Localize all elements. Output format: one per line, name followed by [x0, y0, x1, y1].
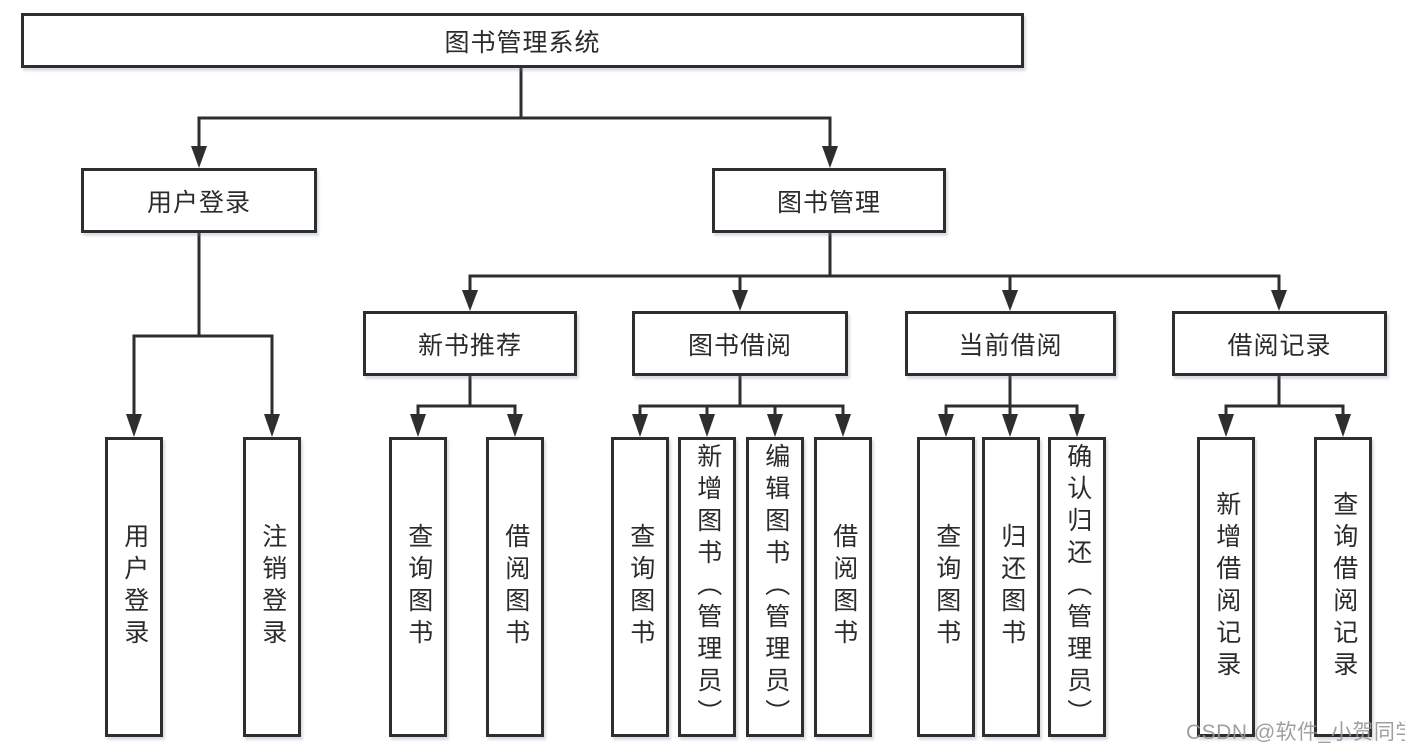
leaf-return-books: 归还图书: [982, 437, 1040, 737]
leaf-label: 注销登录: [258, 523, 287, 651]
arrowhead-down-icon: [1069, 414, 1085, 437]
node-root-system: 图书管理系统: [21, 13, 1024, 68]
leaf-label: 查询借阅记录: [1329, 491, 1358, 683]
leaf-label: 新增图书（管理员）: [693, 443, 722, 731]
node-label: 当前借阅: [958, 331, 1063, 360]
leaf-borrow-books: 借阅图书: [486, 437, 544, 737]
leaf-user-login: 用户登录: [105, 437, 163, 737]
node-current-borrow: 当前借阅: [905, 311, 1116, 376]
leaf-label: 查询图书: [932, 523, 961, 651]
connector-bookborrow-to-leaves: [638, 374, 845, 419]
leaf-label: 用户登录: [120, 523, 149, 651]
node-label: 借阅记录: [1227, 331, 1332, 360]
arrowhead-down-icon: [835, 414, 851, 437]
leaf-label: 查询图书: [626, 523, 655, 651]
node-label: 新书推荐: [417, 331, 522, 360]
node-user-login: 用户登录: [81, 168, 317, 233]
leaf-label: 借阅图书: [829, 523, 858, 651]
leaf-add-borrow-record: 新增借阅记录: [1197, 437, 1255, 737]
arrowhead-down-icon: [462, 290, 478, 311]
leaf-query-books: 查询图书: [611, 437, 669, 737]
arrowhead-down-icon: [410, 414, 426, 437]
arrowhead-down-icon: [1002, 414, 1018, 437]
leaf-borrow-books: 借阅图书: [814, 437, 872, 737]
arrowhead-down-icon: [632, 414, 648, 437]
node-borrow-records: 借阅记录: [1172, 311, 1387, 376]
connector-userlogin-to-leaves: [132, 231, 274, 419]
arrowhead-down-icon: [767, 414, 783, 437]
arrowhead-down-icon: [1218, 414, 1234, 437]
node-label: 图书管理系统: [444, 28, 601, 57]
arrowhead-down-icon: [126, 414, 142, 437]
node-book-management: 图书管理: [712, 168, 946, 233]
leaf-add-books-admin: 新增图书（管理员）: [678, 437, 736, 737]
connector-root-to-level2: [197, 66, 832, 152]
connector-borrowrecords-to-leaves: [1224, 374, 1345, 419]
node-book-borrow: 图书借阅: [632, 311, 848, 376]
leaf-label: 查询图书: [404, 523, 433, 651]
connector-currentborrow-to-leaves: [944, 374, 1079, 419]
leaf-logout: 注销登录: [243, 437, 301, 737]
node-label: 图书管理: [776, 188, 881, 217]
arrowhead-down-icon: [1271, 290, 1287, 311]
leaf-label: 归还图书: [997, 523, 1026, 651]
leaf-confirm-return-admin: 确认归还（管理员）: [1048, 437, 1106, 737]
arrowhead-down-icon: [1335, 414, 1351, 437]
arrowhead-down-icon: [732, 290, 748, 311]
arrowhead-down-icon: [191, 146, 207, 168]
leaf-edit-books-admin: 编辑图书（管理员）: [746, 437, 804, 737]
arrowhead-down-icon: [507, 414, 523, 437]
csdn-watermark: CSDN @软件_小贺同学: [1186, 721, 1405, 744]
connector-bookmgmt-to-level3: [468, 231, 1281, 296]
leaf-label: 借阅图书: [501, 523, 530, 651]
arrowhead-down-icon: [938, 414, 954, 437]
arrowhead-down-icon: [822, 146, 838, 168]
leaf-label: 确认归还（管理员）: [1063, 443, 1092, 731]
arrowhead-down-icon: [1002, 290, 1018, 311]
node-label: 用户登录: [146, 188, 251, 217]
connector-newbooks-to-leaves: [416, 374, 517, 419]
node-label: 图书借阅: [687, 331, 792, 360]
leaf-query-books: 查询图书: [917, 437, 975, 737]
arrowhead-down-icon: [264, 414, 280, 437]
node-new-book-recommend: 新书推荐: [363, 311, 577, 376]
leaf-query-books: 查询图书: [389, 437, 447, 737]
leaf-label: 编辑图书（管理员）: [761, 443, 790, 731]
leaf-query-borrow-record: 查询借阅记录: [1314, 437, 1372, 737]
leaf-label: 新增借阅记录: [1212, 491, 1241, 683]
arrowhead-down-icon: [699, 414, 715, 437]
